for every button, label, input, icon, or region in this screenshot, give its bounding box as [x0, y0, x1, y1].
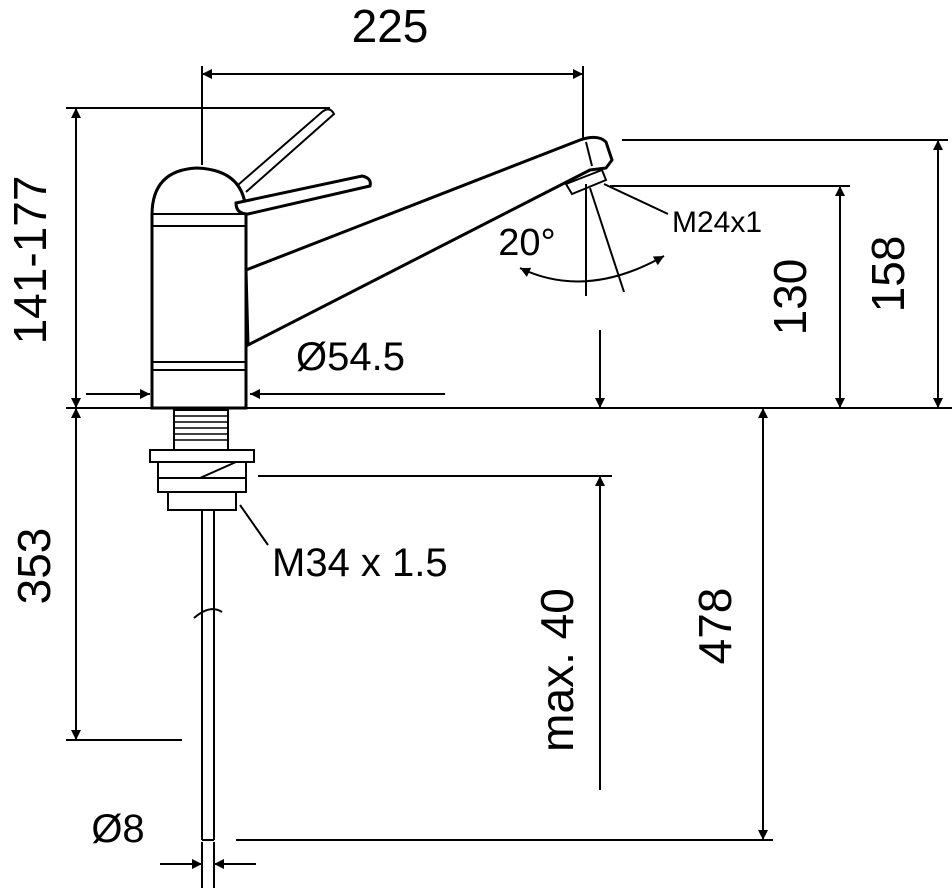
lever-raised-outline — [237, 108, 336, 193]
dimension-labels: 225 141-177 20° M24x1 130 158 Ø54.5 353 … — [4, 0, 914, 851]
spout — [244, 135, 614, 348]
nut-bottom — [167, 491, 237, 511]
leader-m34 — [239, 504, 269, 546]
faucet-body — [150, 166, 248, 410]
mounting-washer — [149, 449, 255, 463]
label-outlet-height: 130 — [764, 259, 816, 336]
label-hose-diameter: Ø8 — [91, 807, 144, 851]
lever — [234, 174, 372, 216]
leader-m24x1 — [603, 183, 669, 215]
label-max-thickness: max. 40 — [531, 588, 583, 752]
label-base-diameter: Ø54.5 — [296, 335, 405, 379]
dimension-lines — [66, 66, 952, 888]
hose-break-mark — [193, 608, 223, 619]
shank-threads — [174, 415, 228, 441]
angle-arc-20 — [519, 255, 665, 283]
nut-detail — [199, 461, 237, 479]
aerator — [564, 168, 608, 196]
spout-tip-edge — [585, 141, 593, 167]
label-shank-thread: M34 x 1.5 — [272, 541, 448, 585]
label-spout-reach: 225 — [352, 0, 429, 52]
label-height-range: 141-177 — [4, 176, 56, 345]
label-spout-top-height: 158 — [862, 236, 914, 313]
label-hose-length: 478 — [689, 588, 741, 665]
label-aerator-thread: M24x1 — [672, 206, 762, 239]
label-outlet-angle: 20° — [498, 222, 555, 264]
label-shank-length: 353 — [8, 528, 60, 605]
faucet-outline — [149, 108, 614, 841]
